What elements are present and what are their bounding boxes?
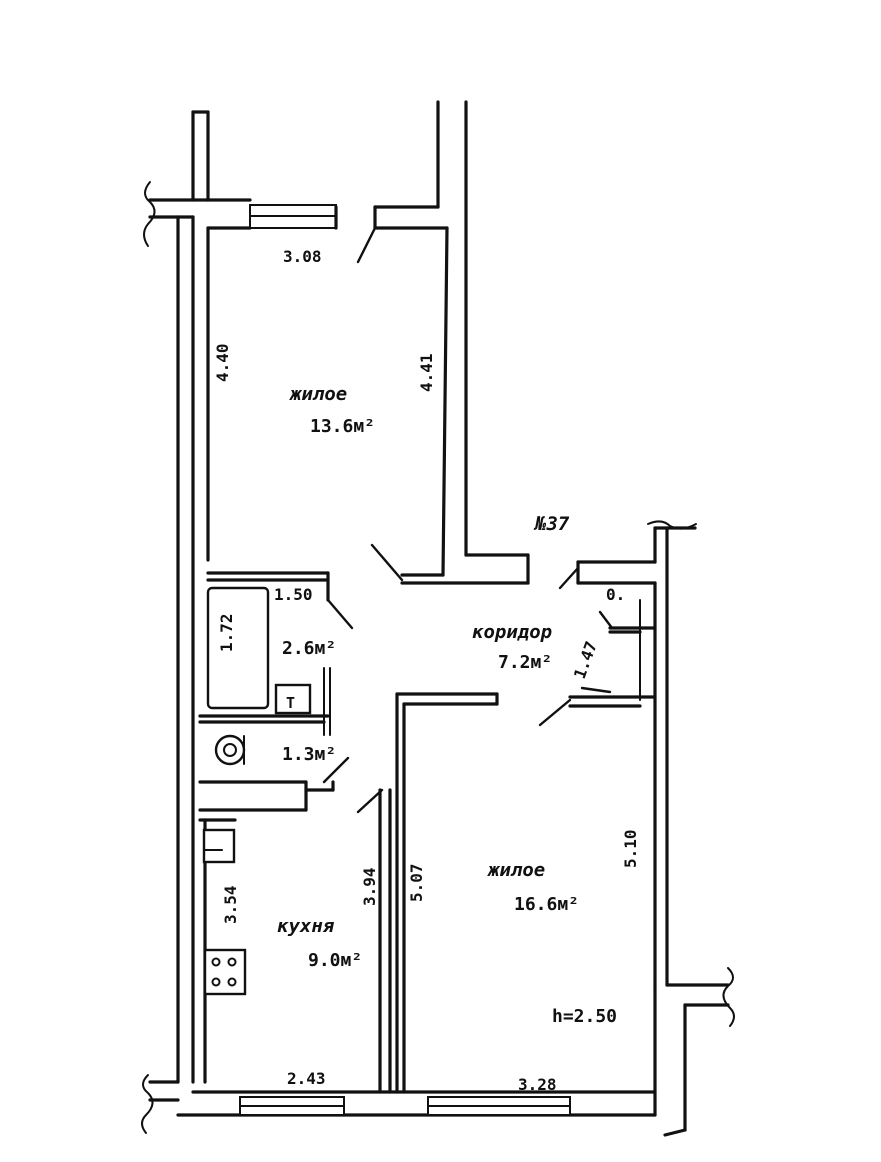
dim-kitchen-right: 3.94 [360, 867, 379, 906]
living1-area: 13.6м² [310, 416, 375, 437]
heater-symbol: Т [286, 694, 295, 712]
living2-name: жилое [487, 859, 545, 881]
dim-kitchen-width: 2.43 [287, 1069, 326, 1088]
dim-living1-right: 4.41 [417, 353, 436, 392]
dim-living2-left: 5.07 [407, 863, 426, 902]
corridor-area: 7.2м² [498, 652, 552, 673]
sink-icon [202, 828, 236, 864]
living2-area: 16.6м² [514, 894, 579, 915]
dim-living2-right: 5.10 [621, 829, 640, 868]
walls [148, 100, 730, 1137]
kitchen-name: кухня [277, 915, 335, 937]
ceiling-height: h=2.50 [552, 1006, 617, 1027]
bathtub-icon [206, 586, 270, 710]
heater-icon [274, 683, 312, 715]
wc-area: 1.3м² [282, 744, 336, 765]
stove-icon [203, 948, 247, 996]
doors [322, 226, 614, 814]
dim-kitchen-left: 3.54 [221, 885, 240, 924]
fixtures: Т [202, 586, 312, 996]
corridor-name: коридор [472, 621, 552, 643]
room-labels: жилое 13.6м² коридор 7.2м² 2.6м² 1.3м² к… [277, 383, 617, 1027]
dim-living2-width: 3.28 [518, 1075, 557, 1094]
dim-corridor-top: 0. [606, 585, 625, 604]
dimension-labels: 3.08 4.40 4.41 1.50 1.72 1.47 0. 3.54 3.… [213, 247, 640, 1094]
break-marks [141, 181, 735, 1134]
dim-living1-width: 3.08 [283, 247, 322, 266]
bath-area: 2.6м² [282, 638, 336, 659]
dim-bath-width: 1.50 [274, 585, 313, 604]
toilet-icon [214, 734, 246, 766]
plan-number: №37 [533, 513, 570, 535]
dim-corridor-width: 1.47 [570, 639, 601, 682]
kitchen-area: 9.0м² [308, 950, 362, 971]
living1-name: жилое [289, 383, 347, 405]
dim-bath-height: 1.72 [217, 613, 236, 652]
dim-living1-left: 4.40 [213, 343, 232, 382]
